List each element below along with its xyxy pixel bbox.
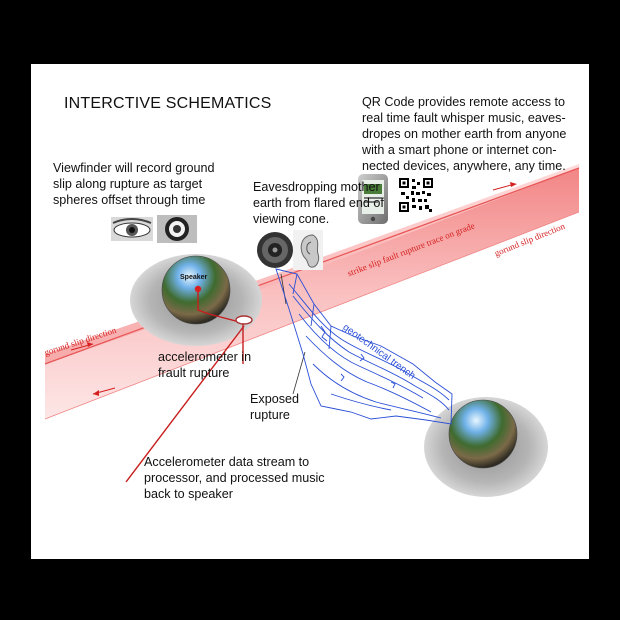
speaker-label: Speaker (180, 274, 208, 281)
camera-lens-icon (157, 215, 197, 243)
target-sphere-right (448, 399, 518, 469)
eye-icon (111, 217, 153, 241)
data-stream-line (125, 325, 245, 483)
qr-code-icon (398, 177, 434, 213)
eavesdrop-note: Eavesdropping mother earth from flared e… (253, 180, 384, 226)
ear-icon (293, 230, 323, 270)
diagram-canvas: Speaker (31, 64, 589, 559)
slip-arrow-right-top (492, 182, 517, 191)
viewfinder-note: Viewfinder will record ground slip along… (53, 161, 215, 207)
data-stream-note: Accelerometer data stream to processor, … (144, 455, 325, 501)
smartphone-icon (358, 174, 388, 224)
exposed-rupture-label: Exposed rupture (250, 392, 300, 422)
qr-code-note: QR Code provides remote access to real t… (362, 95, 567, 173)
accelerometer-icon (235, 315, 253, 325)
exposed-leader (292, 351, 306, 395)
speaker-dot (194, 285, 202, 293)
cone-leader (280, 273, 287, 305)
diagram-svg: Speaker (44, 164, 580, 497)
geotechnical-trench (275, 268, 453, 425)
slip-arrow-left-bottom (92, 387, 116, 396)
diagram-title: INTERCTIVE SCHEMATICS (64, 95, 272, 112)
slip-arrow-left-top (70, 342, 94, 351)
accelerometer-label: accelerometer in frault rupture (158, 350, 252, 380)
speaker-icon (257, 232, 293, 268)
